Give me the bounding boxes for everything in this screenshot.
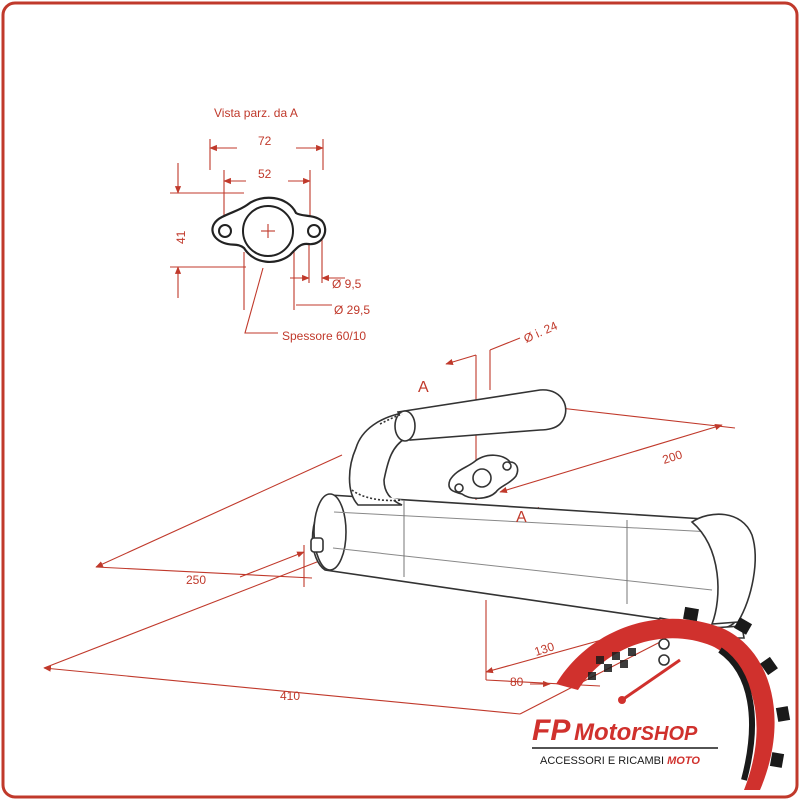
logo-motorshop: MotorSHOP xyxy=(574,719,698,746)
section-mark-top: A xyxy=(418,379,429,396)
muffler-front-cap xyxy=(313,493,347,571)
logo-gear-arc xyxy=(556,618,775,790)
header-pipe-inlet xyxy=(394,410,416,442)
flange-hole-right xyxy=(307,224,321,238)
dim-80: 80 xyxy=(510,675,524,689)
dim-thickness: Spessore 60/10 xyxy=(282,329,366,343)
dim-hole-spacing: 52 xyxy=(258,167,272,181)
partial-view-flange: Vista parz. da A xyxy=(170,106,370,343)
dim-flange-height: 41 xyxy=(174,230,188,244)
dim-flange-width: 72 xyxy=(258,134,272,148)
view-title: Vista parz. da A xyxy=(214,106,298,120)
header-pipe-elbow xyxy=(348,413,407,506)
muffler-rear-cap xyxy=(690,513,756,625)
logo-tagline-accent: MOTO xyxy=(667,755,700,767)
dim-410: 410 xyxy=(280,689,300,703)
dim-inner-diameter: Ø i. 24 xyxy=(522,318,560,345)
dim-hole-diameter: Ø 9,5 xyxy=(332,277,362,291)
dim-200: 200 xyxy=(661,447,685,467)
dim-250: 250 xyxy=(186,573,206,587)
flange-hole-left xyxy=(218,224,232,238)
exhaust-drawing: A A Ø i. 24 200 250 410 130 80 xyxy=(43,318,756,715)
logo-fp: FP xyxy=(532,714,571,747)
logo-tagline: ACCESSORI E RICAMBI MOTO xyxy=(540,755,700,767)
logo-needle xyxy=(621,658,681,702)
dim-port-diameter: Ø 29,5 xyxy=(334,303,370,317)
dim-130: 130 xyxy=(533,639,557,659)
fp-motorshop-logo: FP MotorSHOP ACCESSORI E RICAMBI MOTO xyxy=(532,606,791,790)
front-stub xyxy=(310,537,324,553)
section-mark-bottom: A xyxy=(516,509,527,526)
header-pipe-section xyxy=(396,389,567,441)
